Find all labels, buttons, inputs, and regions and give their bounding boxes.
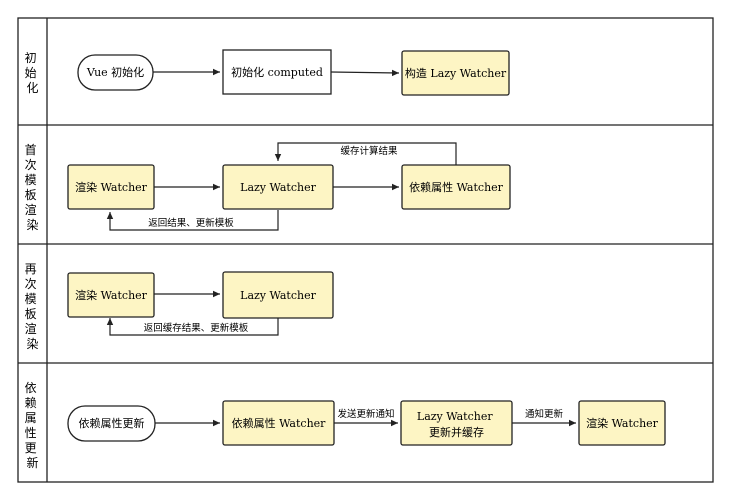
lane-label-init: 初 始 化 <box>25 51 41 95</box>
node-render-watcher-4-label: 渲染 Watcher <box>586 416 659 430</box>
node-dep-update-label: 依赖属性更新 <box>79 416 145 430</box>
node-lazy-watcher-1 <box>222 164 334 210</box>
node-vue-init <box>77 54 154 91</box>
connectors <box>106 68 576 427</box>
edge-label-return-update: 返回结果、更新模板 <box>148 217 234 229</box>
node-lazy-watcher-2-label: Lazy Watcher <box>240 289 316 302</box>
node-lazy-watcher-4-label: Lazy Watcher 更新并缓存 <box>417 410 496 439</box>
node-init-computed <box>222 49 332 95</box>
edge-dep-cache-back <box>274 142 457 165</box>
node-dep-watcher-4 <box>222 400 335 446</box>
node-render-watcher-1 <box>67 164 155 210</box>
edge-label-return-cache-update: 返回缓存结果、更新模板 <box>144 322 249 334</box>
node-build-lazy-watcher-label: 构造 Lazy Watcher <box>405 66 507 80</box>
edge-computed-to-lazy <box>330 69 400 77</box>
edge-label-cache-result: 缓存计算结果 <box>340 145 398 157</box>
node-render-watcher-2 <box>67 272 155 318</box>
swimlane-frame <box>17 17 714 483</box>
edge-label-notify-update: 通知更新 <box>525 408 564 420</box>
node-vue-init-label: Vue 初始化 <box>86 65 144 79</box>
node-render-watcher-4 <box>578 400 666 446</box>
node-dep-watcher-4-label: 依赖属性 Watcher <box>232 416 327 430</box>
node-lazy-watcher-4 <box>400 400 513 446</box>
edge-label-send-notice: 发送更新通知 <box>337 408 394 420</box>
lane-label-dep-update: 依 赖 属 性 更 新 <box>25 380 41 470</box>
node-render-watcher-2-label: 渲染 Watcher <box>75 288 148 302</box>
node-build-lazy-watcher <box>401 50 510 96</box>
node-dep-update <box>67 405 156 442</box>
node-lazy-watcher-1-label: Lazy Watcher <box>240 181 316 194</box>
lane-label-rerender: 再 次 模 板 渲 染 <box>25 262 41 351</box>
node-lazy-watcher-2 <box>222 271 334 319</box>
node-dep-watcher-1 <box>401 164 511 210</box>
lane-label-first-render: 首 次 模 板 渲 染 <box>25 143 41 232</box>
node-init-computed-label: 初始化 computed <box>231 65 323 79</box>
edge-lazy-return-render <box>106 210 279 231</box>
node-dep-watcher-1-label: 依赖属性 Watcher <box>409 180 504 194</box>
node-render-watcher-1-label: 渲染 Watcher <box>75 180 148 194</box>
edge-lazy2-return-render2 <box>106 318 279 336</box>
